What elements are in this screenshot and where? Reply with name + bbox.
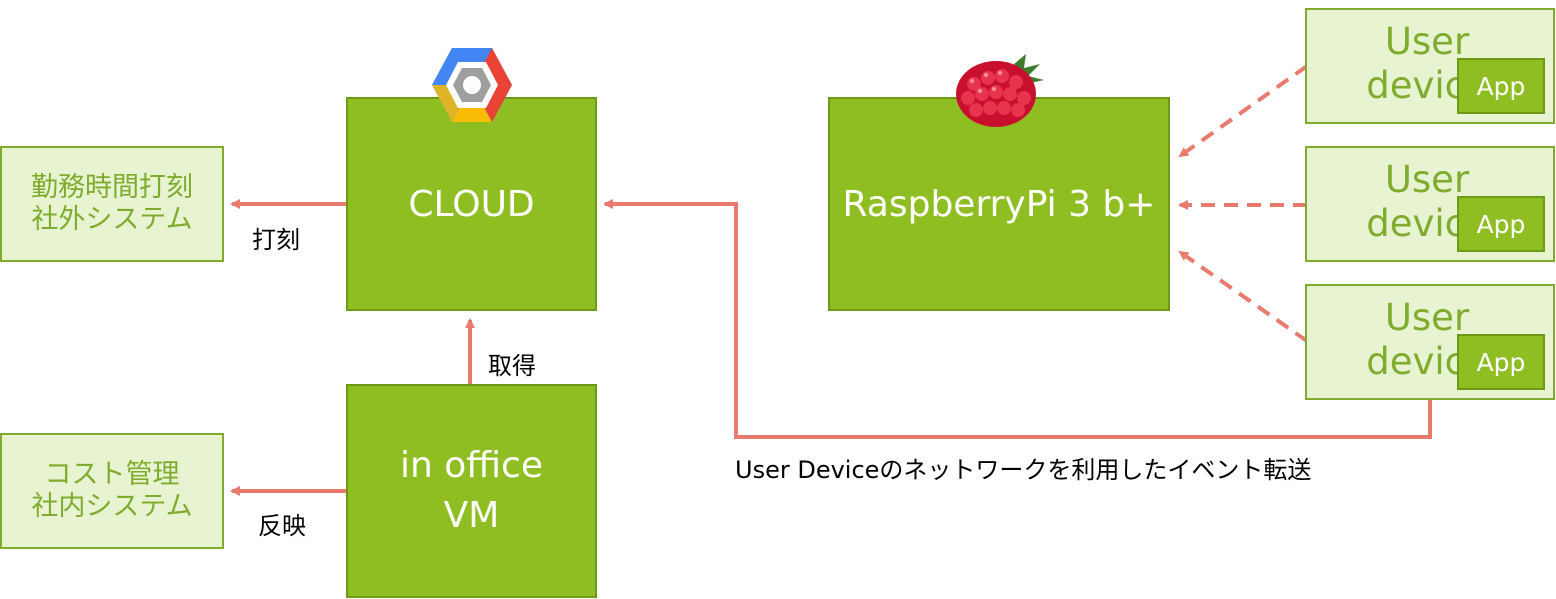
app-button: App [1457,334,1545,390]
office-vm-label: in office VM [399,445,544,536]
attendance-system-label: 勤務時間打刻 社外システム [31,172,193,235]
app-button: App [1457,58,1545,114]
user-device-2: User device App [1305,146,1555,262]
raspberry-box: RaspberryPi 3 b+ [828,97,1170,311]
edge-label-fetch: 取得 [488,352,536,380]
office-vm-box: in office VM [346,384,597,598]
user-device-1: User device App [1305,8,1555,124]
raspberry-label: RaspberryPi 3 b+ [842,183,1156,225]
edge-label-forward: User Deviceのネットワークを利用したイベント転送 [735,456,1312,484]
arrow-device3-to-raspberry [1178,250,1309,343]
app-label: App [1476,71,1526,101]
arrow-device-to-cloud [603,199,1432,439]
edge-label-reflect: 反映 [258,512,306,540]
cloud-label: CLOUD [408,183,535,225]
cloud-box: CLOUD [346,97,597,311]
arrow-device1-to-raspberry [1178,64,1309,158]
app-label: App [1476,347,1526,377]
edge-label-punch: 打刻 [252,226,300,254]
attendance-system-box: 勤務時間打刻 社外システム [0,146,224,262]
cost-system-box: コスト管理 社内システム [0,433,224,549]
cost-system-label: コスト管理 社内システム [31,459,193,522]
app-button: App [1457,196,1545,252]
gcp-hexagon-icon [432,48,512,122]
raspberry-icon [956,54,1044,127]
user-device-3: User device App [1305,284,1555,400]
app-label: App [1476,209,1526,239]
